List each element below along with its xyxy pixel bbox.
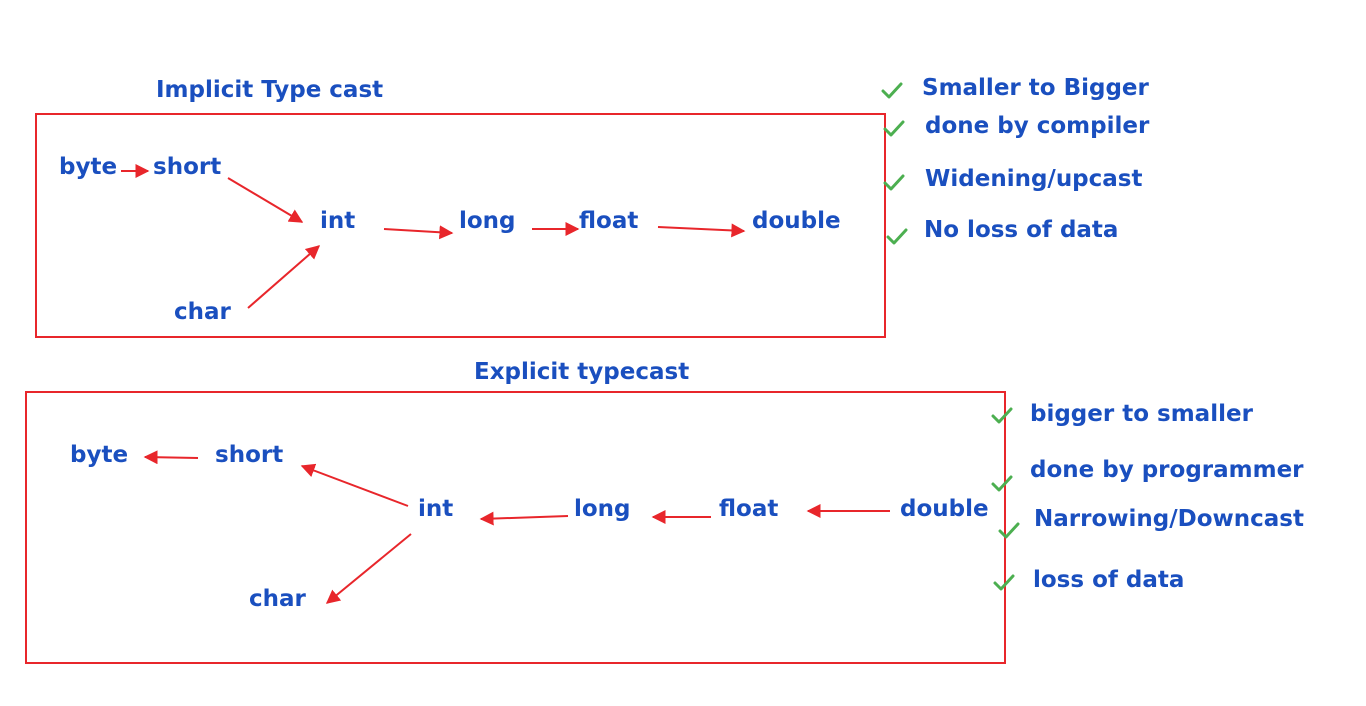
explicit-feature-1: bigger to smaller (1030, 401, 1253, 427)
check-icon (993, 574, 1015, 591)
explicit-node-double: double (900, 496, 989, 522)
implicit-node-byte: byte (59, 154, 118, 180)
explicit-node-int: int (418, 496, 454, 522)
implicit-node-short: short (153, 154, 222, 180)
implicit-node-int: int (320, 208, 356, 234)
check-icon (998, 522, 1020, 539)
check-icon (883, 120, 905, 137)
check-icon (886, 228, 908, 245)
explicit-node-float: float (719, 496, 779, 522)
implicit-feature-3: Widening/upcast (925, 166, 1143, 192)
implicit-feature-4: No loss of data (924, 217, 1119, 243)
implicit-title: Implicit Type cast (156, 77, 384, 103)
check-icon (991, 407, 1013, 424)
check-icon (881, 82, 903, 99)
implicit-node-char: char (174, 299, 231, 325)
explicit-node-short: short (215, 442, 284, 468)
implicit-node-float: float (579, 208, 639, 234)
implicit-node-double: double (752, 208, 841, 234)
implicit-box (35, 113, 886, 338)
check-icon (991, 475, 1013, 492)
check-icon (883, 174, 905, 191)
implicit-feature-2: done by compiler (925, 113, 1150, 139)
explicit-title: Explicit typecast (474, 359, 690, 385)
explicit-node-byte: byte (70, 442, 129, 468)
implicit-feature-1: Smaller to Bigger (922, 75, 1149, 101)
explicit-feature-4: loss of data (1033, 567, 1185, 593)
explicit-node-long: long (574, 496, 631, 522)
explicit-box (25, 391, 1006, 664)
implicit-node-long: long (459, 208, 516, 234)
explicit-feature-2: done by programmer (1030, 457, 1304, 483)
explicit-feature-3: Narrowing/Downcast (1034, 506, 1304, 532)
explicit-node-char: char (249, 586, 306, 612)
